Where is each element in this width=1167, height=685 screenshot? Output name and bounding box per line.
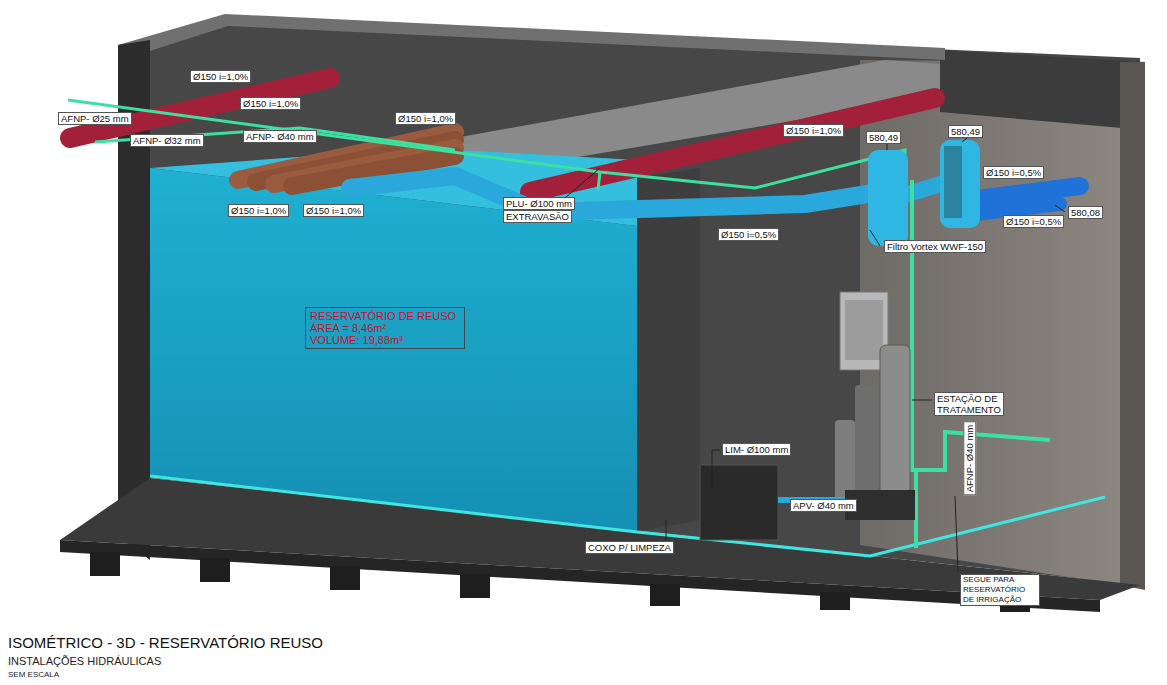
floor-pipe: [150, 476, 1105, 556]
pipe-tag: Ø150 i=1,0%: [303, 204, 364, 217]
pipe-tag: Ø150 i=1,0%: [190, 70, 251, 83]
joist: [460, 574, 490, 598]
tank-front: [150, 168, 637, 532]
pipe-tag: COXO P/ LIMPEZA: [585, 541, 674, 554]
leader-line: [565, 168, 600, 198]
scale-note: SEM ESCALA: [8, 670, 59, 679]
control-panel-door: [845, 300, 883, 360]
joist: [200, 558, 230, 582]
blue-pipe: [350, 176, 880, 212]
pipe-tag: Ø150 i=1,0%: [395, 112, 456, 125]
green-pipe: [68, 100, 905, 188]
leader-line: [870, 230, 880, 246]
blue-pipe: [975, 204, 1060, 214]
joist: [650, 584, 680, 606]
right-wall-top: [940, 50, 1145, 130]
pipe-tag: 580,49: [866, 131, 901, 144]
slab-edge: [60, 540, 1100, 612]
reservoir-text: RESERVATÓRIO DE REUSO: [310, 310, 460, 322]
drawing-title: ISOMÉTRICO - 3D - RESERVATÓRIO REUSO: [8, 634, 323, 651]
pipe-tag: AFNP- Ø40 mm: [243, 130, 317, 143]
pipe-tag: SEGUE PARA RESERVATÓRIO DE IRRIGAÇÃO: [960, 574, 1040, 606]
treatment-cylinder: [880, 345, 910, 495]
leader-line: [666, 520, 667, 540]
pipe-tag: Ø150 i=0,5%: [983, 166, 1044, 179]
pipe-tag: LIM- Ø100 mm: [722, 443, 791, 456]
green-pipe: [95, 128, 455, 150]
blue-pipe: [985, 186, 1080, 198]
vortex-filter: [868, 150, 908, 246]
pipe-tag: Ø150 i=1,0%: [228, 204, 289, 217]
drawing-caption: INSTALAÇÕES HIDRÁULICAS: [8, 655, 161, 667]
pipe-tag: Ø150 i=0,5%: [1003, 215, 1064, 228]
reservoir-label-box: RESERVATÓRIO DE REUSOÁREA = 8,46m²VOLUME…: [305, 307, 465, 349]
treatment-unit: [855, 385, 877, 495]
leader-line: [1055, 205, 1065, 212]
leader-line: [912, 400, 932, 401]
pipe-tag: AFNP- Ø32 mm: [130, 134, 204, 147]
pipe-tag: APV- Ø40 mm: [790, 499, 857, 512]
pipe-tag: AFNP- Ø40 mm: [963, 422, 976, 496]
vortex-filter: [940, 140, 980, 228]
right-wall-edge: [1120, 62, 1145, 590]
leader-line: [955, 496, 958, 572]
pipe-tag: Ø150 i=1,0%: [240, 97, 301, 110]
pipe-tag: Ø150 i=0,5%: [718, 228, 779, 241]
leader-line: [887, 143, 888, 150]
joist: [330, 566, 360, 590]
wall-rim: [118, 14, 945, 60]
leader-line: [712, 450, 720, 488]
filter-shade: [944, 146, 962, 218]
pipe-tag: PLU- Ø100 mm: [503, 197, 575, 210]
pipe-tag: ESTAÇÃO DE TRATAMENTO: [934, 392, 1004, 416]
joist: [90, 552, 120, 576]
pipe-tag: AFNP- Ø25 mm: [58, 112, 132, 125]
pipe-tag: 580,08: [1068, 206, 1103, 219]
pipe-tag: Ø150 i=1,0%: [783, 124, 844, 137]
partition-wall: [637, 168, 700, 532]
joist: [820, 592, 850, 610]
treatment-unit: [835, 420, 855, 500]
green-pipe: [598, 172, 600, 190]
pipe-tag: EXTRAVASÃO: [503, 210, 572, 223]
pipe-tag: 580,49: [948, 125, 983, 138]
reservoir-text: VOLUME: 19,88m³: [310, 334, 460, 346]
pipe-tag: Filtro Vortex WWF-150: [884, 240, 986, 253]
reservoir-text: ÁREA = 8,46m²: [310, 322, 460, 334]
